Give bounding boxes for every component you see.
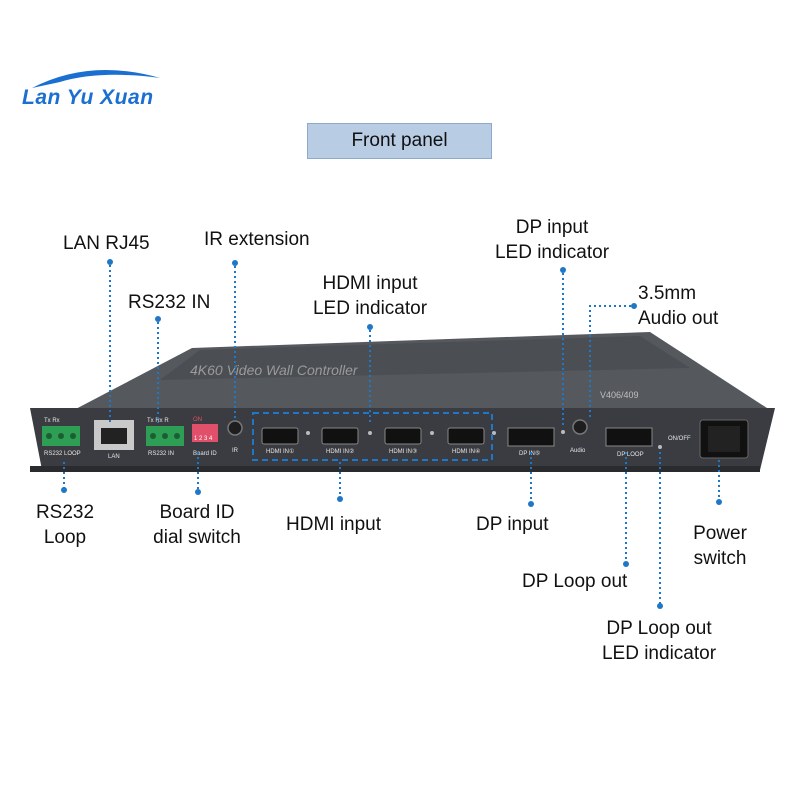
dp-input-port [507, 427, 555, 447]
callout-hdmi-led-line2: LED indicator [312, 298, 428, 319]
callout-dp-led-line2: LED indicator [494, 242, 610, 263]
callout-audio: 3.5mm Audio out [638, 281, 718, 331]
callout-hdmi-led: HDMI input LED indicator [296, 271, 444, 321]
callout-rs232-loop-line2: Loop [43, 527, 87, 548]
callout-dp-led: DP input LED indicator [478, 215, 626, 265]
brand-logo: Lan Yu Xuan [22, 86, 154, 109]
callout-power-line1: Power [693, 523, 747, 544]
hdmi-port-1 [261, 427, 299, 445]
hdmi3-label: HDMI IN③ [389, 448, 417, 455]
callout-board-id: Board ID dial switch [140, 500, 254, 550]
callout-lines [63, 265, 720, 604]
hdmi2-label: HDMI IN② [326, 448, 354, 455]
callout-dp-loop-led-line1: DP Loop out [606, 618, 712, 639]
on-off-label: ON/OFF [668, 436, 691, 442]
chassis-top-inner [160, 336, 690, 380]
dp-loop-label: DP LOOP [617, 452, 644, 458]
tx-rx-loop-label: Tx Rx [44, 418, 60, 424]
callout-lan-rj45: LAN RJ45 [63, 233, 150, 254]
hdmi-port-2 [321, 427, 359, 445]
callout-board-id-line1: Board ID [159, 502, 235, 523]
model-code: V406/409 [600, 390, 639, 400]
board-id-label: Board ID [193, 451, 217, 457]
callout-dp-loop-led-line2: LED indicator [601, 643, 717, 664]
tx-rx-in-label: Tx Rx R [147, 418, 169, 424]
dp-in-label: DP IN⑤ [519, 450, 540, 457]
callout-rs232-loop: RS232 Loop [22, 500, 108, 550]
ir-label: IR [232, 448, 239, 454]
callout-hdmi-input: HDMI input [286, 514, 382, 535]
hdmi-port-4 [447, 427, 485, 445]
rs232-in-label: RS232 IN [148, 451, 174, 457]
callout-audio-line1: 3.5mm [638, 283, 697, 304]
callout-ir-extension: IR extension [204, 229, 310, 250]
audio-label: Audio [570, 448, 586, 454]
chassis-bottom-edge [30, 466, 760, 472]
rs232-loop-label: RS232 LOOP [44, 451, 81, 457]
audio-jack [572, 419, 588, 435]
lan-label: LAN [108, 454, 120, 460]
hdmi1-label: HDMI IN① [266, 448, 294, 455]
dip-on-label: ON [193, 417, 202, 423]
callout-dp-input: DP input [476, 514, 549, 535]
callout-power-line2: switch [693, 548, 747, 569]
callout-rs232-loop-line1: RS232 [35, 502, 95, 523]
board-id-dip-switch [192, 424, 218, 442]
callout-dots [61, 259, 722, 609]
hdmi-port-3 [384, 427, 422, 445]
hdmi4-label: HDMI IN④ [452, 448, 480, 455]
page-title: Front panel [307, 123, 492, 159]
callout-rs232-in: RS232 IN [128, 292, 211, 313]
model-text: 4K60 Video Wall Controller [190, 362, 359, 378]
ir-jack [227, 420, 243, 436]
callout-dp-loop-led: DP Loop out LED indicator [586, 616, 732, 666]
dp-loop-port [605, 427, 653, 447]
hdmi-group-outline [252, 412, 493, 461]
callout-dp-led-line1: DP input [515, 217, 589, 238]
callout-audio-line2: Audio out [638, 308, 719, 329]
callout-dp-loop-out: DP Loop out [522, 571, 628, 592]
callout-power: Power switch [680, 521, 760, 571]
callout-hdmi-led-line1: HDMI input [322, 273, 418, 294]
logo-swoosh-icon [32, 70, 160, 88]
callout-board-id-line2: dial switch [153, 527, 241, 548]
dip-nums-label: 1 2 3 4 [194, 436, 213, 442]
